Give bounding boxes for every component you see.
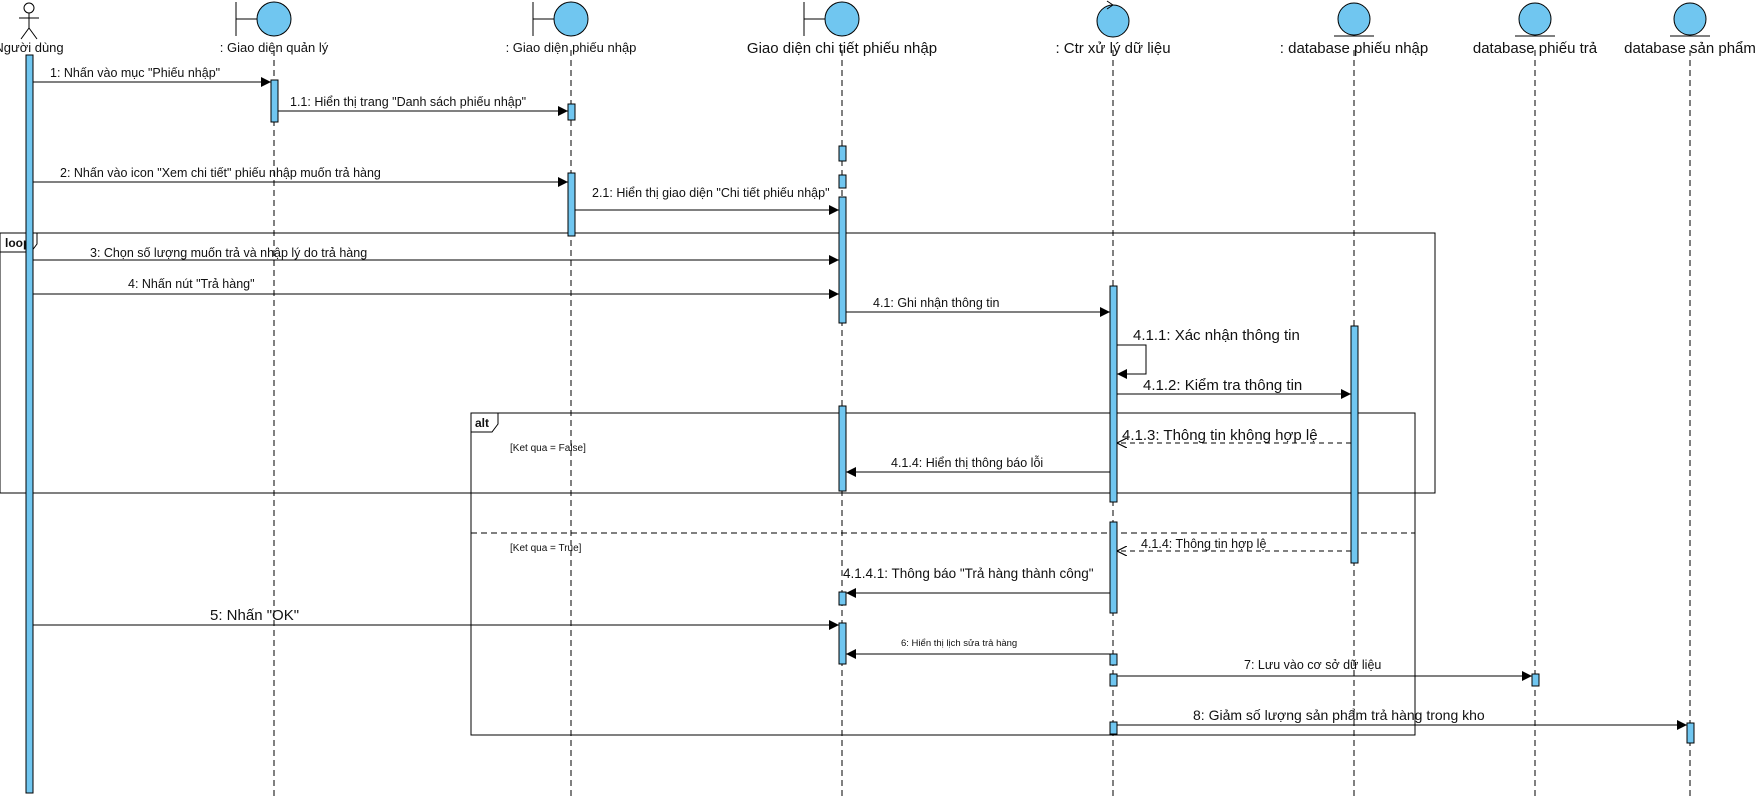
activation-ctr <box>1109 521 1118 614</box>
boundary-icon <box>532 1 589 37</box>
message-label: 1.1: Hiển thị trang "Danh sách phiếu nhậ… <box>290 95 526 109</box>
loop-fragment: loop <box>0 232 1436 494</box>
alt-guard-false: [Ket qua = False] <box>510 443 586 454</box>
actor-icon <box>19 2 39 40</box>
message-label: 8: Giảm số lượng sản phẩm trả hàng trong… <box>1193 707 1485 723</box>
participant-label-gdct: Giao diện chi tiết phiếu nhập <box>747 40 937 57</box>
alt-guard-true: [Ket qua = True] <box>510 543 582 554</box>
activation-gdct <box>838 405 847 492</box>
boundary-icon <box>235 1 292 37</box>
message-label: 2: Nhấn vào icon "Xem chi tiết" phiếu nh… <box>60 166 381 180</box>
message-label: 2.1: Hiển thị giao diện "Chi tiết phiếu … <box>592 186 830 200</box>
participant-labels: Người dùng : Giao diện quản lý : Giao di… <box>0 40 1756 57</box>
entity-icon <box>1515 2 1555 37</box>
loop-label: loop <box>5 236 30 250</box>
control-icon <box>1096 0 1130 38</box>
message-label: 4.1: Ghi nhận thông tin <box>873 296 1000 310</box>
activation-gdct <box>838 591 847 606</box>
self-message-arrow <box>1117 344 1147 379</box>
message-label: 3: Chọn số lượng muốn trả và nhập lý do … <box>90 246 367 260</box>
activation-user <box>25 54 34 794</box>
participant-label-dbpt: database phiếu trả <box>1473 40 1598 57</box>
participant-label-dbpn: : database phiếu nhập <box>1280 40 1428 57</box>
participant-label-gdpn: : Giao diện phiếu nhập <box>506 40 637 55</box>
boundary-icon <box>803 1 860 37</box>
messages <box>33 77 1687 730</box>
alt-fragment: alt [Ket qua = False] [Ket qua = True] <box>470 412 1416 736</box>
message-label: 6: Hiển thị lịch sửa trả hàng <box>901 638 1017 649</box>
message-label: 4.1.3: Thông tin không hợp lệ <box>1122 427 1318 444</box>
entity-icon <box>1334 2 1374 37</box>
activations <box>25 54 1695 794</box>
message-label: 7: Lưu vào cơ sở dữ liệu <box>1244 658 1381 672</box>
message-label: 4.1.4: Thông tin hợp lệ <box>1141 537 1266 551</box>
message-label: 5: Nhấn "OK" <box>210 607 299 624</box>
activation-dbsp <box>1686 722 1695 744</box>
activation-gdpn <box>567 103 576 121</box>
activation-gdql <box>270 79 279 123</box>
participant-label-user: Người dùng <box>0 40 64 55</box>
entity-icon <box>1670 2 1710 37</box>
message-label: 4.1.2: Kiểm tra thông tin <box>1143 377 1302 394</box>
activation-ctr <box>1109 653 1118 666</box>
message-label: 4.1.4.1: Thông báo "Trả hàng thành công" <box>843 566 1094 581</box>
participant-label-ctr: : Ctr xử lý dữ liệu <box>1055 40 1170 57</box>
message-label: 1: Nhấn vào mục "Phiếu nhập" <box>50 66 220 80</box>
activation-ctr <box>1109 673 1118 687</box>
activation-ctr <box>1109 721 1118 735</box>
activation-gdct <box>838 196 847 324</box>
participant-label-dbsp: database sản phẩm <box>1624 40 1756 57</box>
participant-heads <box>19 0 1710 40</box>
activation-gdct <box>838 174 847 189</box>
message-label: 4.1.1: Xác nhận thông tin <box>1133 327 1300 344</box>
alt-label: alt <box>475 416 489 430</box>
participant-label-gdql: : Giao diện quản lý <box>220 40 329 55</box>
activation-gdct <box>838 145 847 162</box>
message-labels: 1: Nhấn vào mục "Phiếu nhập" 1.1: Hiển t… <box>50 66 1485 723</box>
activation-dbpn <box>1350 325 1359 564</box>
activation-dbpt <box>1531 673 1540 687</box>
activation-gdpn <box>567 172 576 237</box>
message-label: 4.1.4: Hiển thị thông báo lỗi <box>891 455 1043 470</box>
activation-ctr <box>1109 285 1118 503</box>
message-label: 4: Nhấn nút "Trả hàng" <box>128 277 255 291</box>
activation-gdct <box>838 622 847 665</box>
